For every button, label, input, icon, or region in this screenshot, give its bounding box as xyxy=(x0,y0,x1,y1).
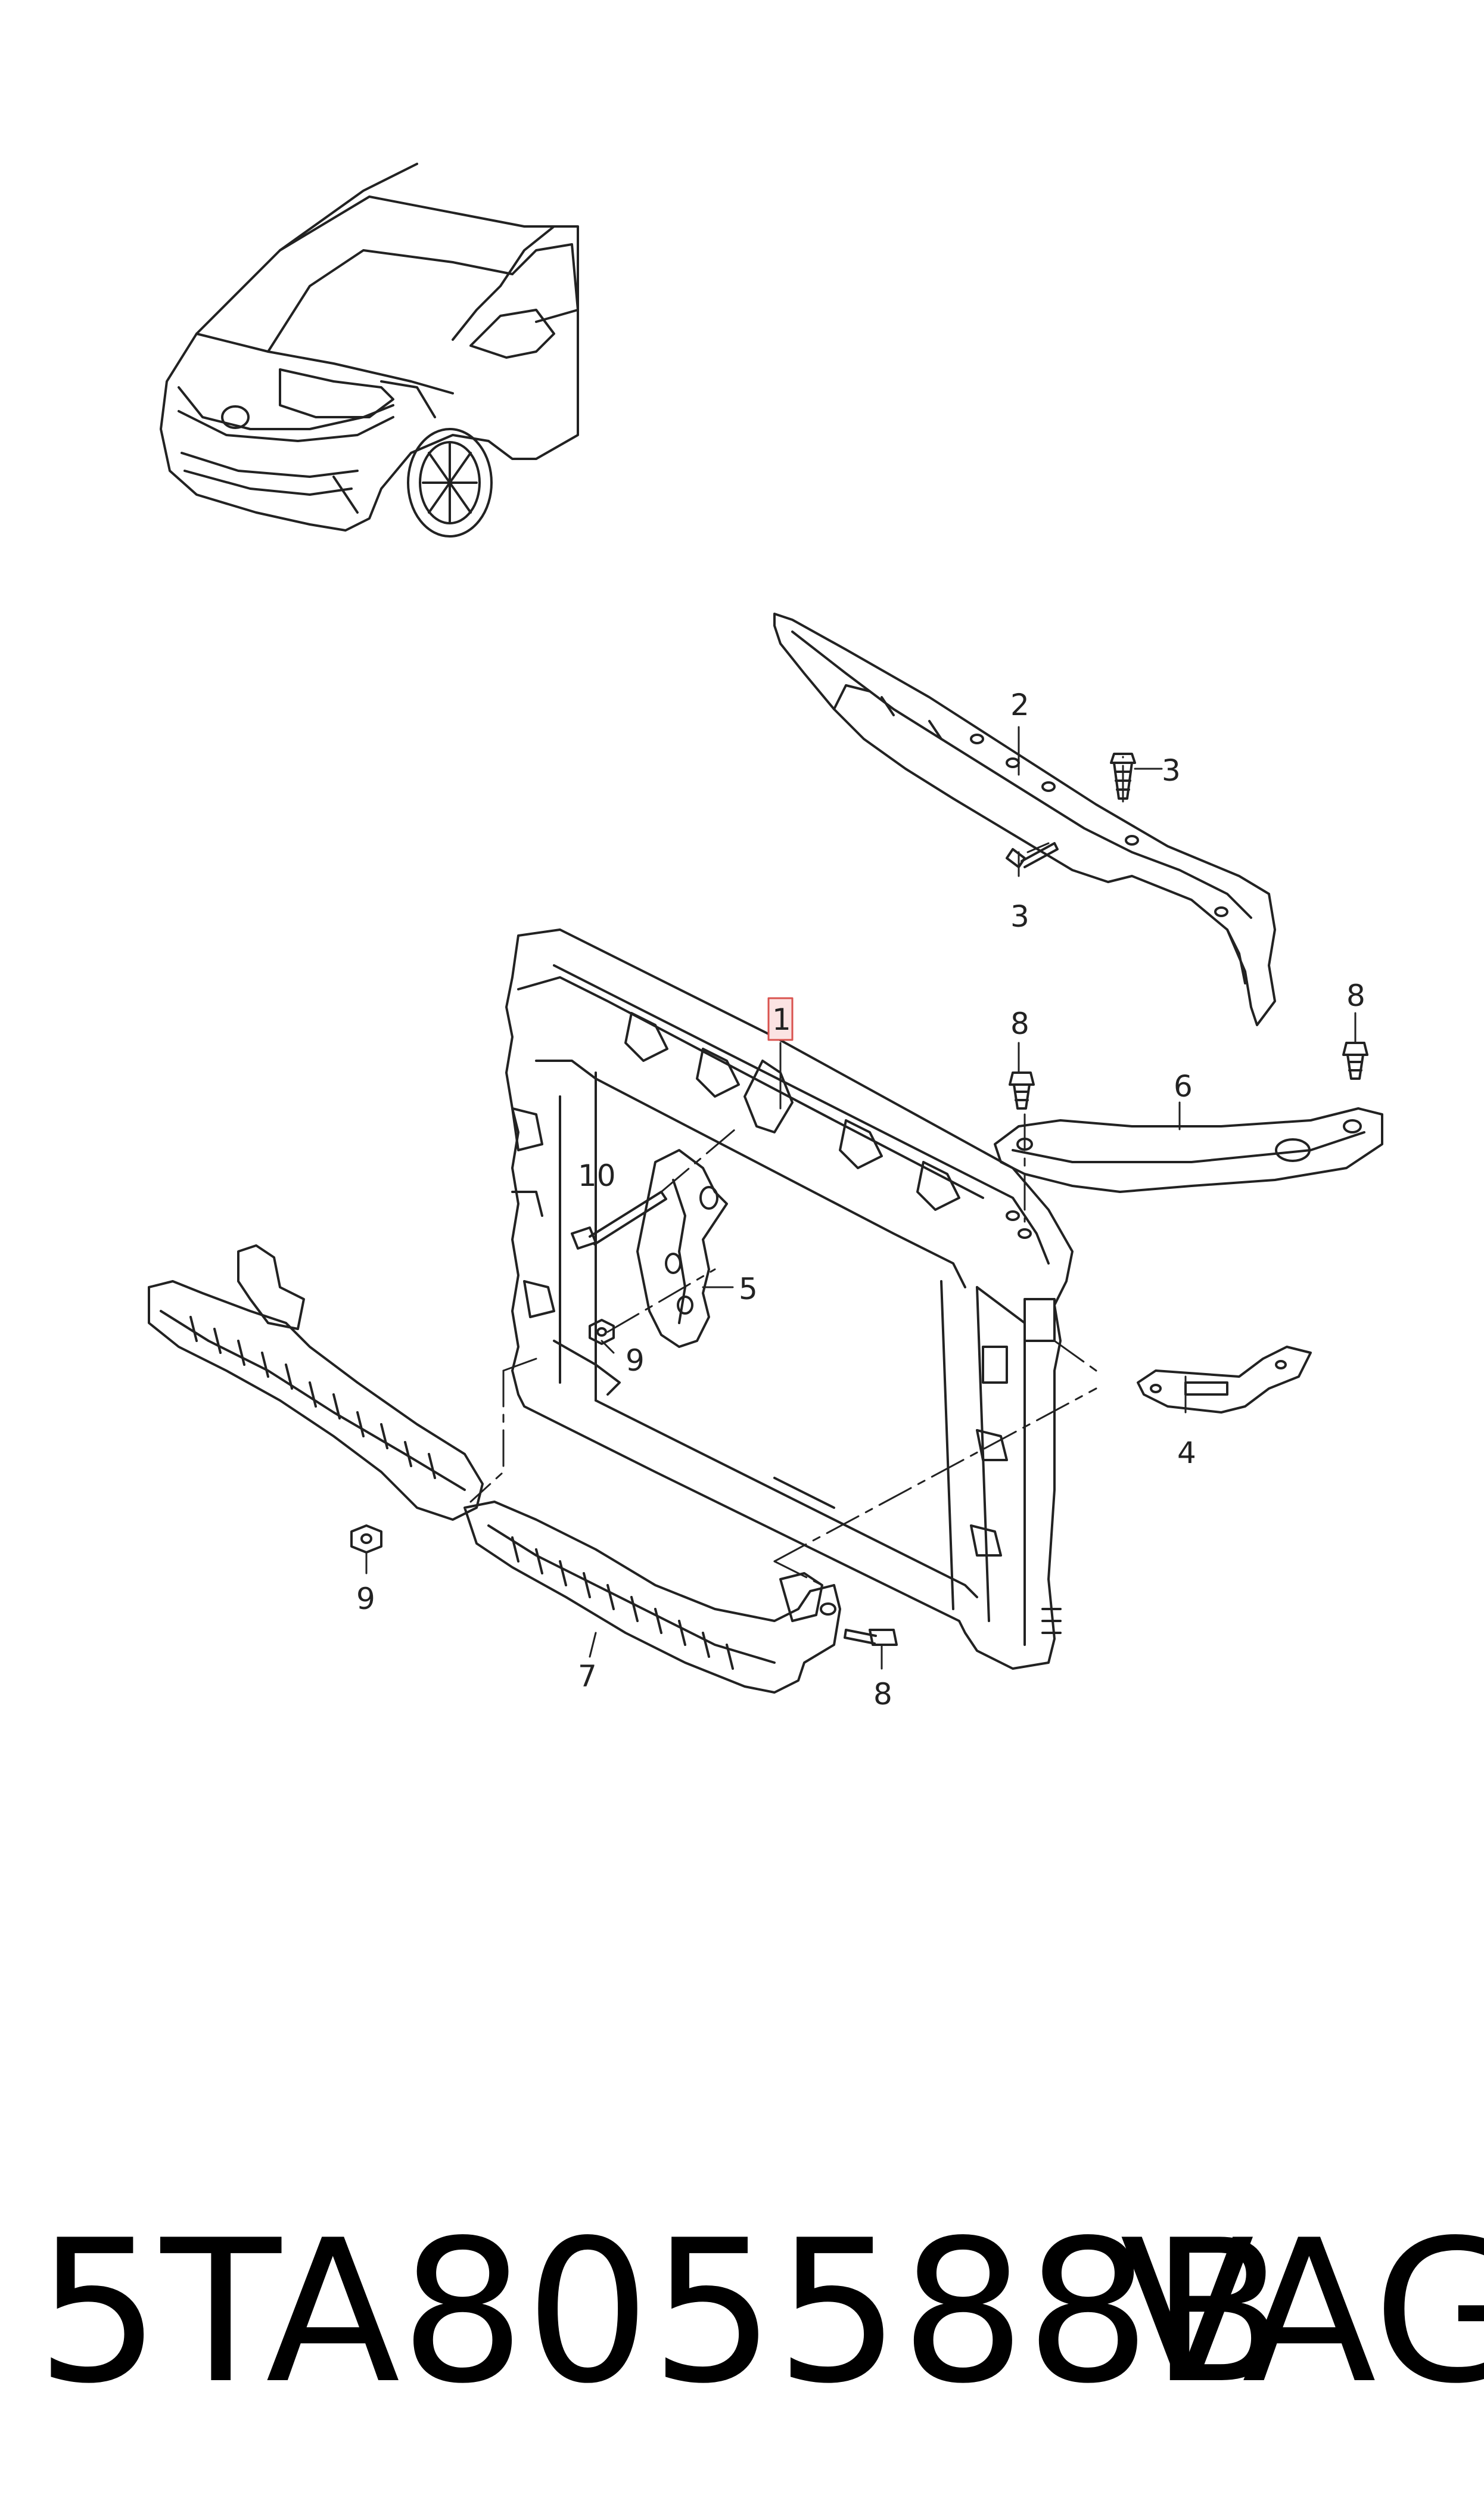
bolt-8a-icon xyxy=(1009,1071,1035,1110)
callout-9b: 9 xyxy=(356,1582,375,1616)
callout-4: 4 xyxy=(1177,1436,1196,1470)
callout-3b: 3 xyxy=(1010,899,1029,934)
bolt-8c-icon xyxy=(844,1629,898,1646)
brand-name: VAG xyxy=(1120,2198,1484,2427)
lock-carrier-frame xyxy=(505,928,1074,1670)
callout-8a: 8 xyxy=(1010,1007,1029,1041)
assembly-lines xyxy=(469,756,1124,1586)
bolt-10-icon xyxy=(571,1191,667,1250)
callout-1: 1 xyxy=(772,1002,791,1037)
bolt-8b-icon xyxy=(1342,1042,1368,1080)
nut-9b-icon xyxy=(350,1524,382,1554)
callout-1-highlight xyxy=(767,997,794,1041)
upper-cross-member xyxy=(773,613,1276,1026)
callout-2: 2 xyxy=(1010,688,1029,722)
callout-8b: 8 xyxy=(1346,979,1365,1013)
callout-10: 10 xyxy=(578,1158,616,1193)
nut-9a-icon xyxy=(589,1319,615,1345)
callout-6: 6 xyxy=(1174,1069,1193,1104)
callout-8c: 8 xyxy=(873,1677,892,1712)
callout-5: 5 xyxy=(739,1272,758,1306)
callout-9a: 9 xyxy=(626,1343,645,1378)
part-label: 5TA805588B VAG xyxy=(36,2198,1484,2427)
air-deflector-left xyxy=(148,1244,484,1521)
bracket-5 xyxy=(636,1149,728,1348)
leader-lines xyxy=(365,726,1357,1670)
callout-3a: 3 xyxy=(1162,753,1181,788)
callout-7: 7 xyxy=(578,1659,597,1694)
vehicle-thumbnail xyxy=(160,163,579,538)
cross-strut-6 xyxy=(994,1107,1383,1193)
callouts: 1 2 3 3 4 5 6 7 8 8 8 9 9 10 xyxy=(356,688,1365,1712)
bracket-4 xyxy=(1137,1346,1312,1414)
part-number: 5TA805588B xyxy=(36,2198,1286,2427)
air-guide-7 xyxy=(463,1501,841,1694)
